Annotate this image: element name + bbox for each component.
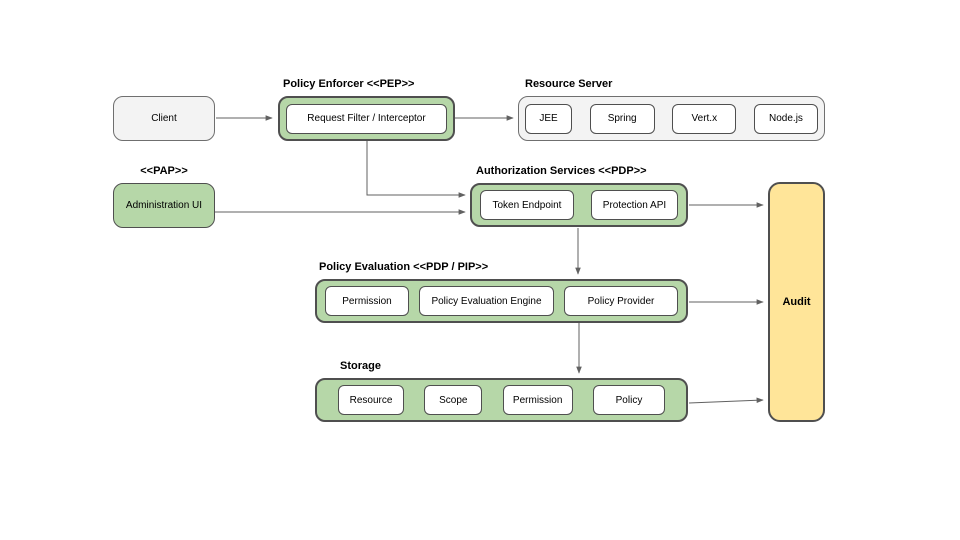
policy-enforcer-title: Policy Enforcer <<PEP>> [283, 78, 415, 90]
audit-node: Audit [768, 182, 825, 422]
arrow-storage-to-audit [688, 397, 764, 404]
client-node: Client [113, 96, 215, 141]
resource-server-title: Resource Server [525, 78, 613, 90]
scope-node: Scope [424, 385, 483, 415]
resource-server-container: JEE Spring Vert.x Node.js [518, 96, 825, 141]
policy-provider-node: Policy Provider [564, 286, 678, 316]
authorization-services-container: Token Endpoint Protection API [470, 183, 688, 227]
request-filter-node: Request Filter / Interceptor [286, 103, 447, 134]
vertx-node: Vert.x [672, 103, 737, 134]
policy-enforcer-container: Request Filter / Interceptor [278, 96, 455, 141]
storage-title: Storage [340, 360, 381, 372]
policy-evaluation-container: Permission Policy Evaluation Engine Poli… [315, 279, 688, 323]
spring-node: Spring [589, 103, 655, 134]
protection-api-node: Protection API [590, 190, 678, 220]
jee-node: JEE [525, 103, 572, 134]
authorization-services-title: Authorization Services <<PDP>> [476, 165, 647, 177]
nodejs-node: Node.js [753, 103, 818, 134]
policy-evaluation-title: Policy Evaluation <<PDP / PIP>> [319, 261, 489, 273]
resource-node: Resource [338, 385, 404, 415]
pap-title: <<PAP>> [140, 165, 188, 177]
token-endpoint-node: Token Endpoint [480, 190, 574, 220]
storage-container: Resource Scope Permission Policy [315, 378, 688, 422]
policy-evaluation-engine-node: Policy Evaluation Engine [419, 286, 554, 316]
administration-ui-node: Administration UI [113, 183, 215, 228]
arrow-policy-enforcer-to-authorization-services [366, 141, 466, 198]
permission-node: Permission [325, 286, 409, 316]
storage-permission-node: Permission [502, 385, 573, 415]
policy-node: Policy [592, 385, 665, 415]
